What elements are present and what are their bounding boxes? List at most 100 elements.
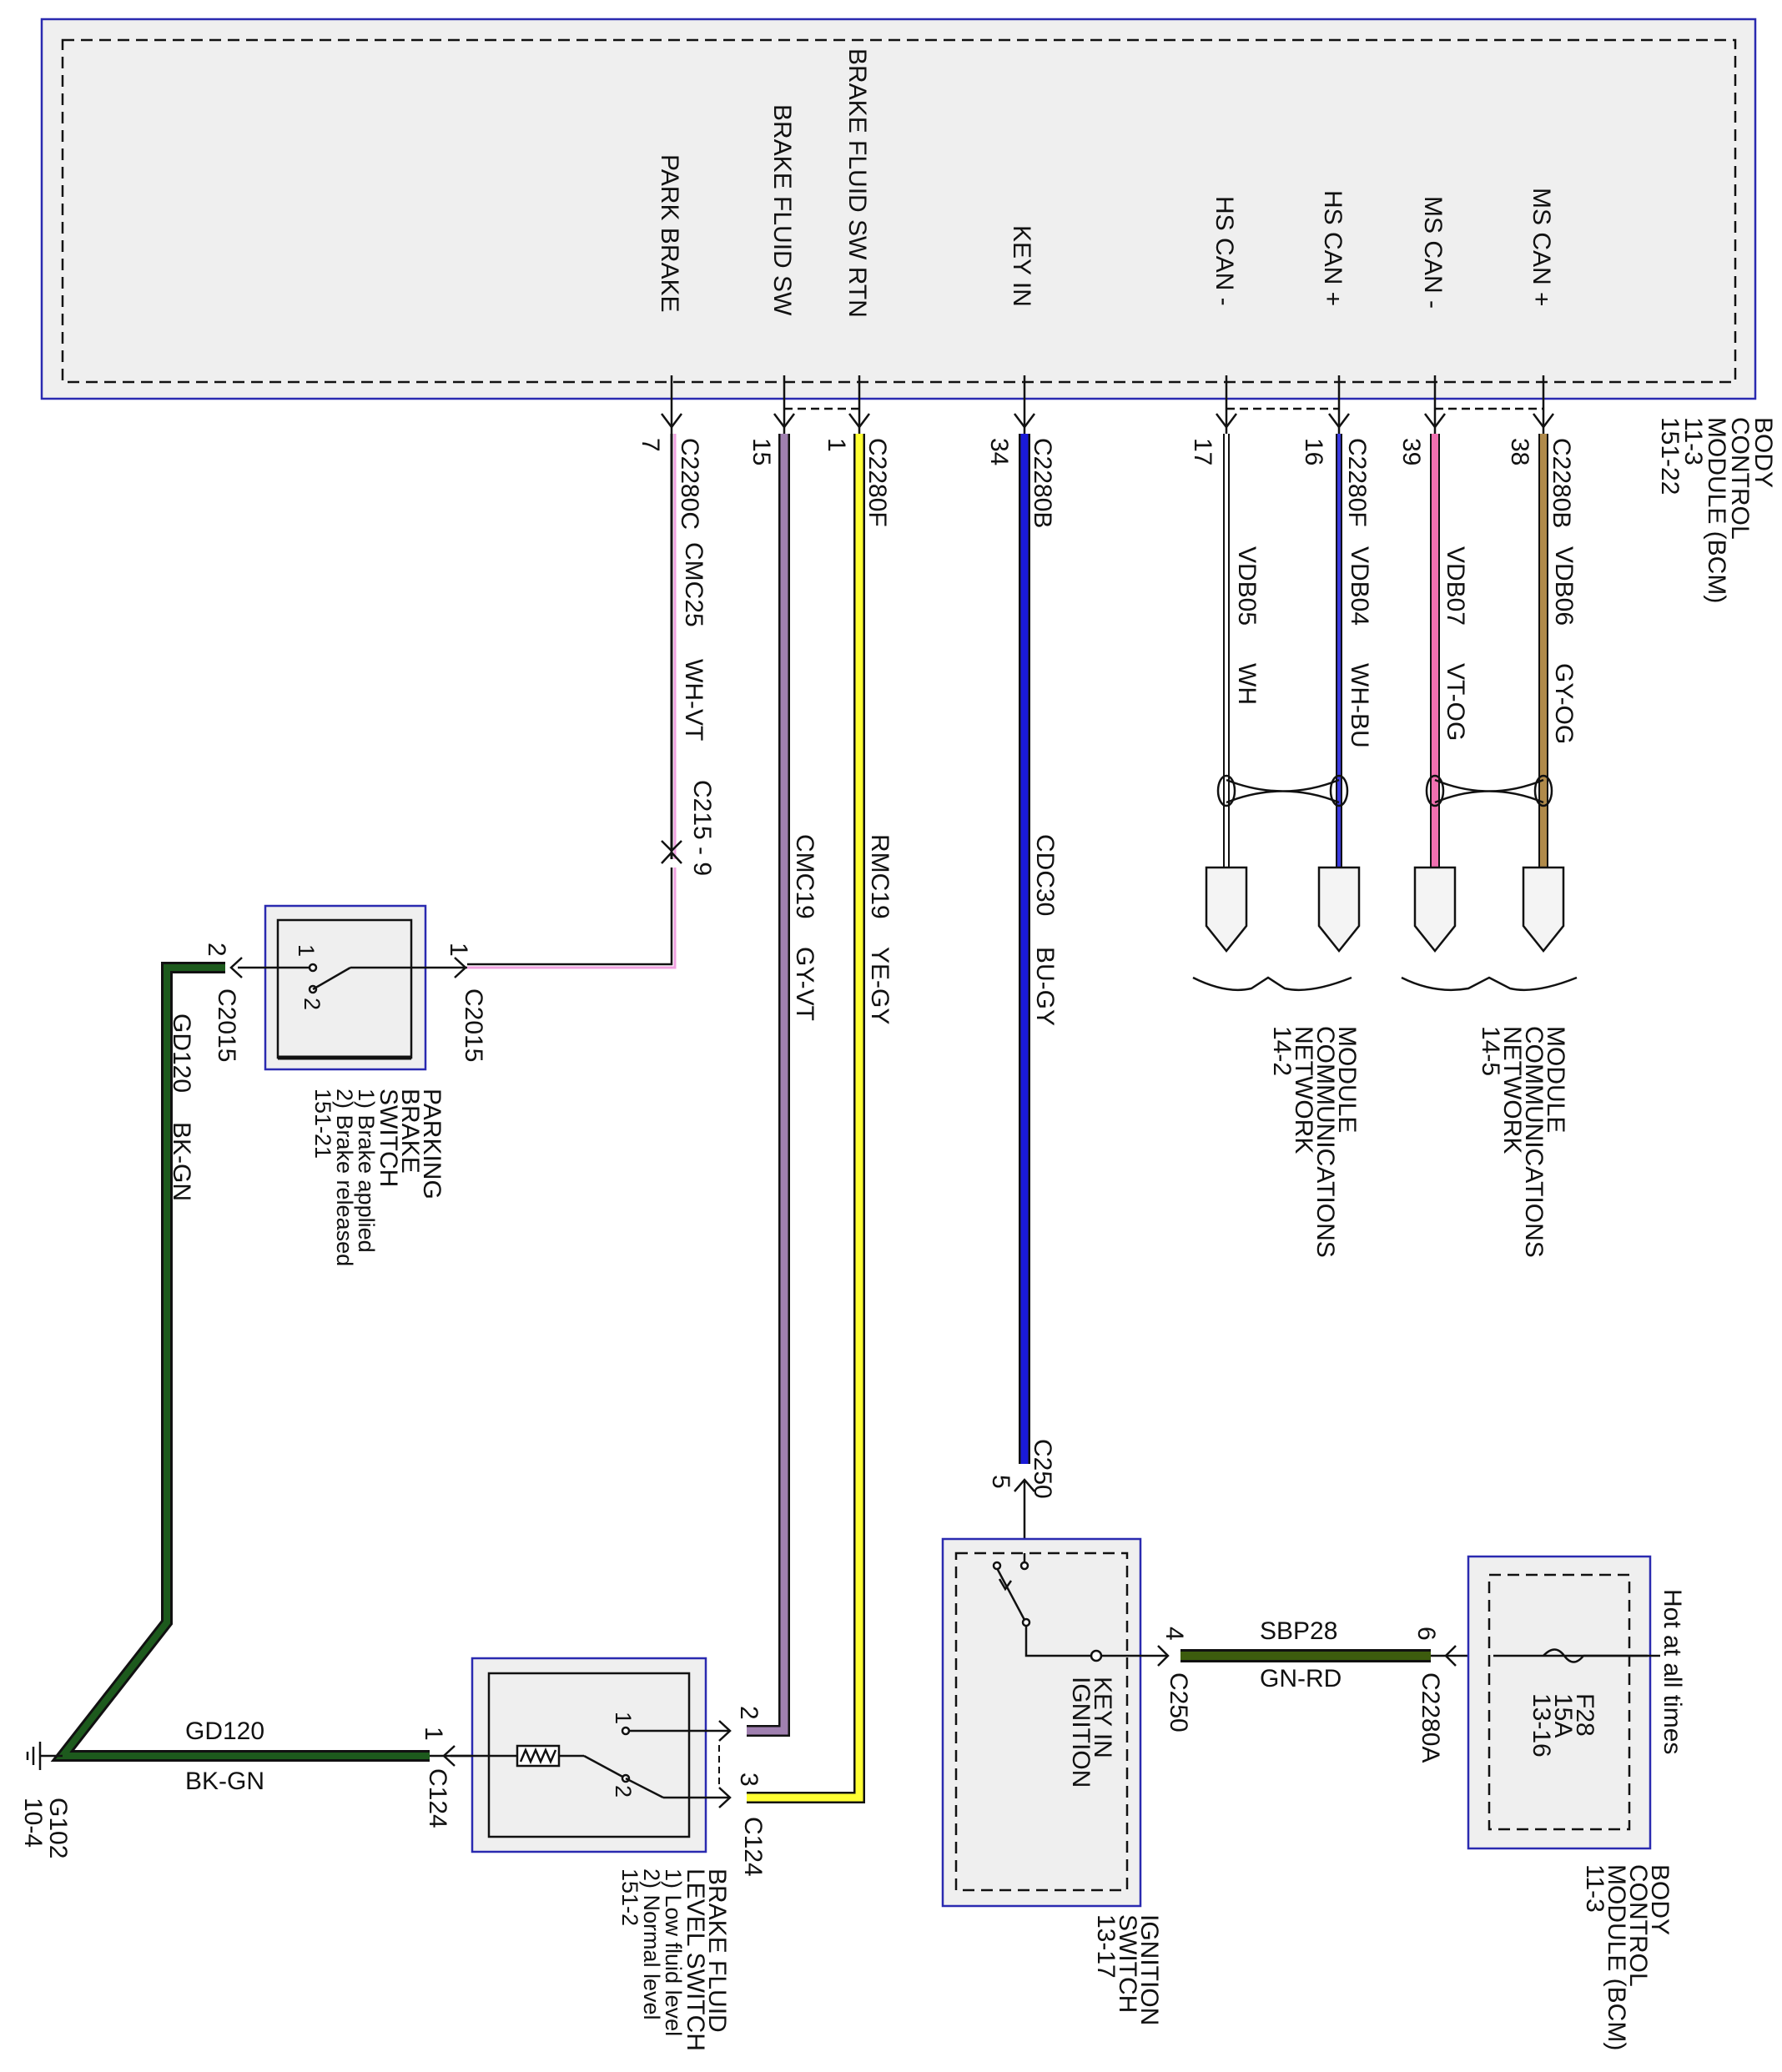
mscanp-circuit: VDB06 [1550,546,1578,626]
hscanp-color: WH-BU [1346,663,1373,748]
ground-g102: G102 [44,1798,72,1858]
pin-numbers: 7 C2280C 15 1 C2280F 34 C2280B 17 16 C22… [637,438,1575,530]
ign-conn-c250-side: C250 [1165,1672,1192,1733]
mscanm-color: VT-OG [1442,663,1469,741]
bfls-conn-c124-a: C124 [424,1768,451,1828]
bfls-line-1: BRAKE FLUID [703,1868,731,2033]
pbs-line-4: 1) Brake applied [354,1089,379,1253]
wire-fill-bkgn [55,964,430,1759]
bcm-title-line-1: BODY [1749,417,1777,488]
bcm2-conn-c2280a: C2280A [1417,1672,1444,1763]
bfls-label: BRAKE FLUID LEVEL SWITCH 1) Low fluid le… [617,1868,731,2051]
bfls-line-5: 151-2 [617,1868,642,1926]
bfls-line-3: 1) Low fluid level [661,1868,686,2036]
pbs-line-5: 2) Brake released [332,1089,357,1266]
ign-inner-label: KEY IN IGNITION [1067,1677,1116,1788]
net2-line-1: MODULE [1333,1026,1361,1133]
ignition-switch [941,1537,1170,1908]
bfsw-circuit: CMC19 [791,834,818,919]
bcm2-pin-6: 6 [1412,1627,1440,1641]
bfls-pin-1: 1 [420,1727,447,1741]
ign-conn-c250-top: C250 [1029,1439,1056,1499]
pbs-pos-2: 2 [300,998,325,1010]
bcm-module-top: PARK BRAKE BRAKE FLUID SW BRAKE FLUID SW… [40,18,1777,603]
hscanm-color: WH [1233,663,1261,705]
pin-label-hs-can-plus: HS CAN + [1319,190,1347,306]
hot-at-all-times: Hot at all times [1659,1589,1686,1754]
conn-c2280f-b: C2280F [1343,438,1371,527]
bfls-line-4: 2) Normal level [639,1868,664,2020]
pbs-line-2: BRAKE [396,1089,424,1174]
bcm-title-line-5: 151-22 [1656,417,1684,495]
pbs-pos-1: 1 [294,944,319,957]
conn-c2280b-a: C2280B [1029,438,1056,528]
network-label-14-5: MODULE COMMUNICATIONS NETWORK 14-5 [1477,1026,1569,1258]
pbs-pin-2: 2 [203,943,230,957]
conn-c2280b-b: C2280B [1548,438,1575,528]
pin-16: 16 [1300,438,1327,465]
net1-line-3: NETWORK [1498,1026,1526,1154]
ign-line-2: SWITCH [1114,1914,1141,2013]
mscanm-circuit: VDB07 [1442,546,1469,626]
mscanp-color: GY-OG [1550,663,1578,744]
pbs-conn-c2015-b: C2015 [213,988,240,1062]
fuse-line-3: 13-16 [1528,1693,1555,1758]
bcm-fuse-module [1467,1555,1660,1850]
pbs-label: PARKING BRAKE SWITCH 1) Brake applied 2)… [310,1089,446,1266]
gnd-circuit-v: GD120 [168,1013,195,1093]
keyin-color: BU-GY [1031,947,1059,1026]
gnd-color-h: BK-GN [185,1768,264,1795]
pbs-conn-c2015-a: C2015 [460,988,487,1062]
pin-label-ms-can-plus: MS CAN + [1528,188,1555,307]
ign-pin-5: 5 [987,1475,1014,1489]
bfsw-color: GY-VT [791,947,818,1021]
ground-symbol [26,1742,63,1770]
pin-label-key-in: KEY IN [1008,225,1035,307]
fuse-icon [1543,1648,1584,1663]
bcm2-line-3: MODULE (BCM) [1603,1864,1630,2050]
pin-label-brake-fluid-sw: BRAKE FLUID SW [768,104,796,316]
park-color: WH-VT [680,659,707,741]
bcm2-box [1467,1555,1652,1850]
ign-pin-4: 4 [1160,1627,1188,1641]
wire-brake-fluid-rtn [747,434,865,1803]
ign-box-inner-dash [954,1551,1129,1892]
wire-fill-gyvt [747,434,788,1735]
bfls-pin-3: 3 [735,1773,763,1787]
bcm2-line-1: BODY [1646,1864,1674,1935]
pin-label-ms-can-minus: MS CAN - [1419,196,1447,309]
hscanp-circuit: VDB04 [1346,546,1373,626]
ign-label: IGNITION SWITCH 13-17 [1092,1914,1163,2025]
pin-7: 7 [637,438,664,452]
ign-inner-1: KEY IN [1089,1677,1116,1758]
bcm2-inner-dash [1488,1573,1631,1831]
bcm-box-outline [40,18,1757,400]
bcm-title-line-2: CONTROL [1726,417,1754,540]
net1-line-2: COMMUNICATIONS [1520,1026,1548,1258]
fuse-line-1: F28 [1571,1693,1598,1737]
pin-15: 15 [748,438,775,465]
pin-1: 1 [823,438,850,452]
pin-17: 17 [1189,438,1216,465]
brake-fluid-level-switch: 1 2 [451,1657,732,1853]
park-circuit: CMC25 [680,542,707,627]
bfls-pos-2: 2 [611,1785,636,1798]
park-inline-conn: C215 - 9 [688,780,716,876]
net2-line-3: NETWORK [1290,1026,1317,1154]
net1-line-1: MODULE [1542,1026,1569,1133]
pin-label-hs-can-minus: HS CAN - [1211,196,1238,306]
wire-fill-yegy [747,434,863,1802]
pin-label-park-brake: PARK BRAKE [656,154,683,313]
bfls-line-2: LEVEL SWITCH [682,1868,709,2051]
bfrtn-circuit: RMC19 [866,834,894,919]
pin-label-brake-fluid-sw-rtn: BRAKE FLUID SW RTN [843,48,871,318]
pbs-line-6: 151-21 [310,1089,335,1159]
bcm-title-line-3: MODULE (BCM) [1703,417,1730,603]
gnd-color-v: BK-GN [168,1122,195,1201]
bfls-pin-2: 2 [735,1706,763,1720]
fuse-line-2: 15A [1549,1693,1577,1738]
bcm2-label: BODY CONTROL MODULE (BCM) 11-3 [1581,1864,1674,2050]
gnd-circuit-h: GD120 [185,1717,264,1745]
bfrtn-color: YE-GY [866,947,894,1024]
bcm-title: BODY CONTROL MODULE (BCM) 11-3 151-22 [1656,417,1777,603]
